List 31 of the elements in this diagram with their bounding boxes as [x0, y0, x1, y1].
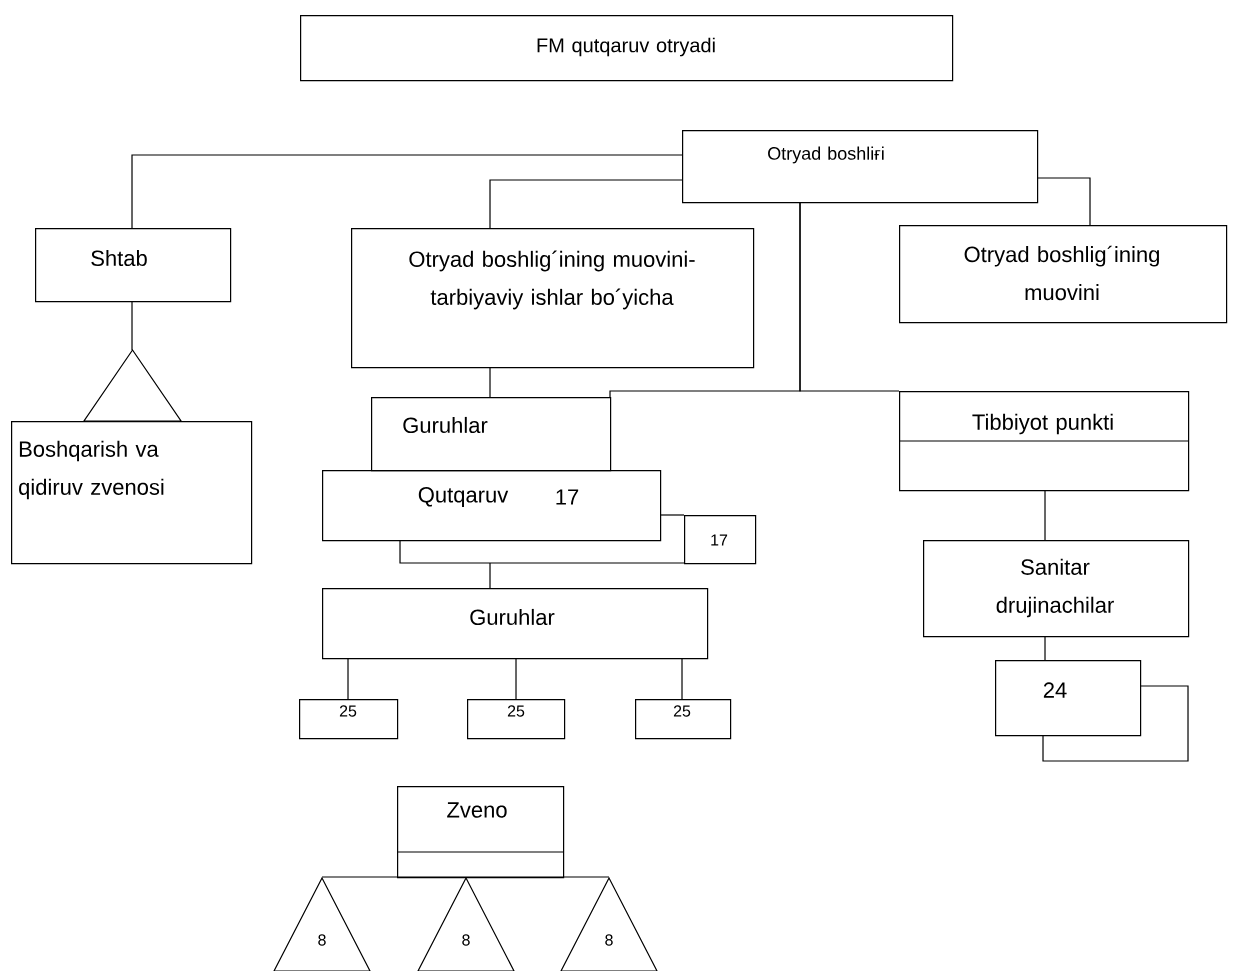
- org-box: Otryad boshlig´ining muovini- tarbiyaviy ishlar bo´yicha: [351, 228, 755, 369]
- connector-line: [321, 876, 610, 879]
- org-box: Tibbiyot punkti: [898, 391, 1190, 492]
- connector-line: [681, 657, 683, 700]
- org-box: 24: [995, 660, 1189, 762]
- org-box: 25: [299, 699, 399, 740]
- org-box: 25: [467, 699, 566, 740]
- org-box: Shtab: [35, 228, 232, 303]
- org-box: Guruhlar: [371, 397, 612, 472]
- connector-line: [347, 657, 349, 700]
- connector-line: [515, 657, 517, 700]
- connector-line: [489, 366, 491, 398]
- org-box: Qutqaruv 17: [322, 470, 662, 542]
- org-box: Zveno: [396, 786, 565, 879]
- connector-line: [659, 514, 685, 516]
- org-box: Guruhlar: [322, 588, 709, 660]
- org-box: Otryad boshliғi: [682, 130, 1039, 204]
- org-box: 25: [635, 699, 732, 740]
- connector-line: [131, 154, 683, 229]
- connector-line: [1044, 489, 1046, 541]
- org-box: FM qutqaruv otryadi: [300, 15, 954, 82]
- connector-line: [1044, 635, 1046, 661]
- connector-line: [489, 179, 683, 229]
- org-box: Boshqarish va qidiruv zvenosi: [11, 421, 253, 565]
- connector-line: [799, 201, 900, 392]
- connector-line: [131, 300, 133, 351]
- org-box: Sanitar drujinachilar: [923, 540, 1190, 638]
- org-box: Otryad boshlig´ining muovini: [899, 225, 1228, 324]
- org-box: 17: [684, 515, 757, 565]
- connector-line: [399, 539, 685, 589]
- connector-line: [1036, 177, 1091, 226]
